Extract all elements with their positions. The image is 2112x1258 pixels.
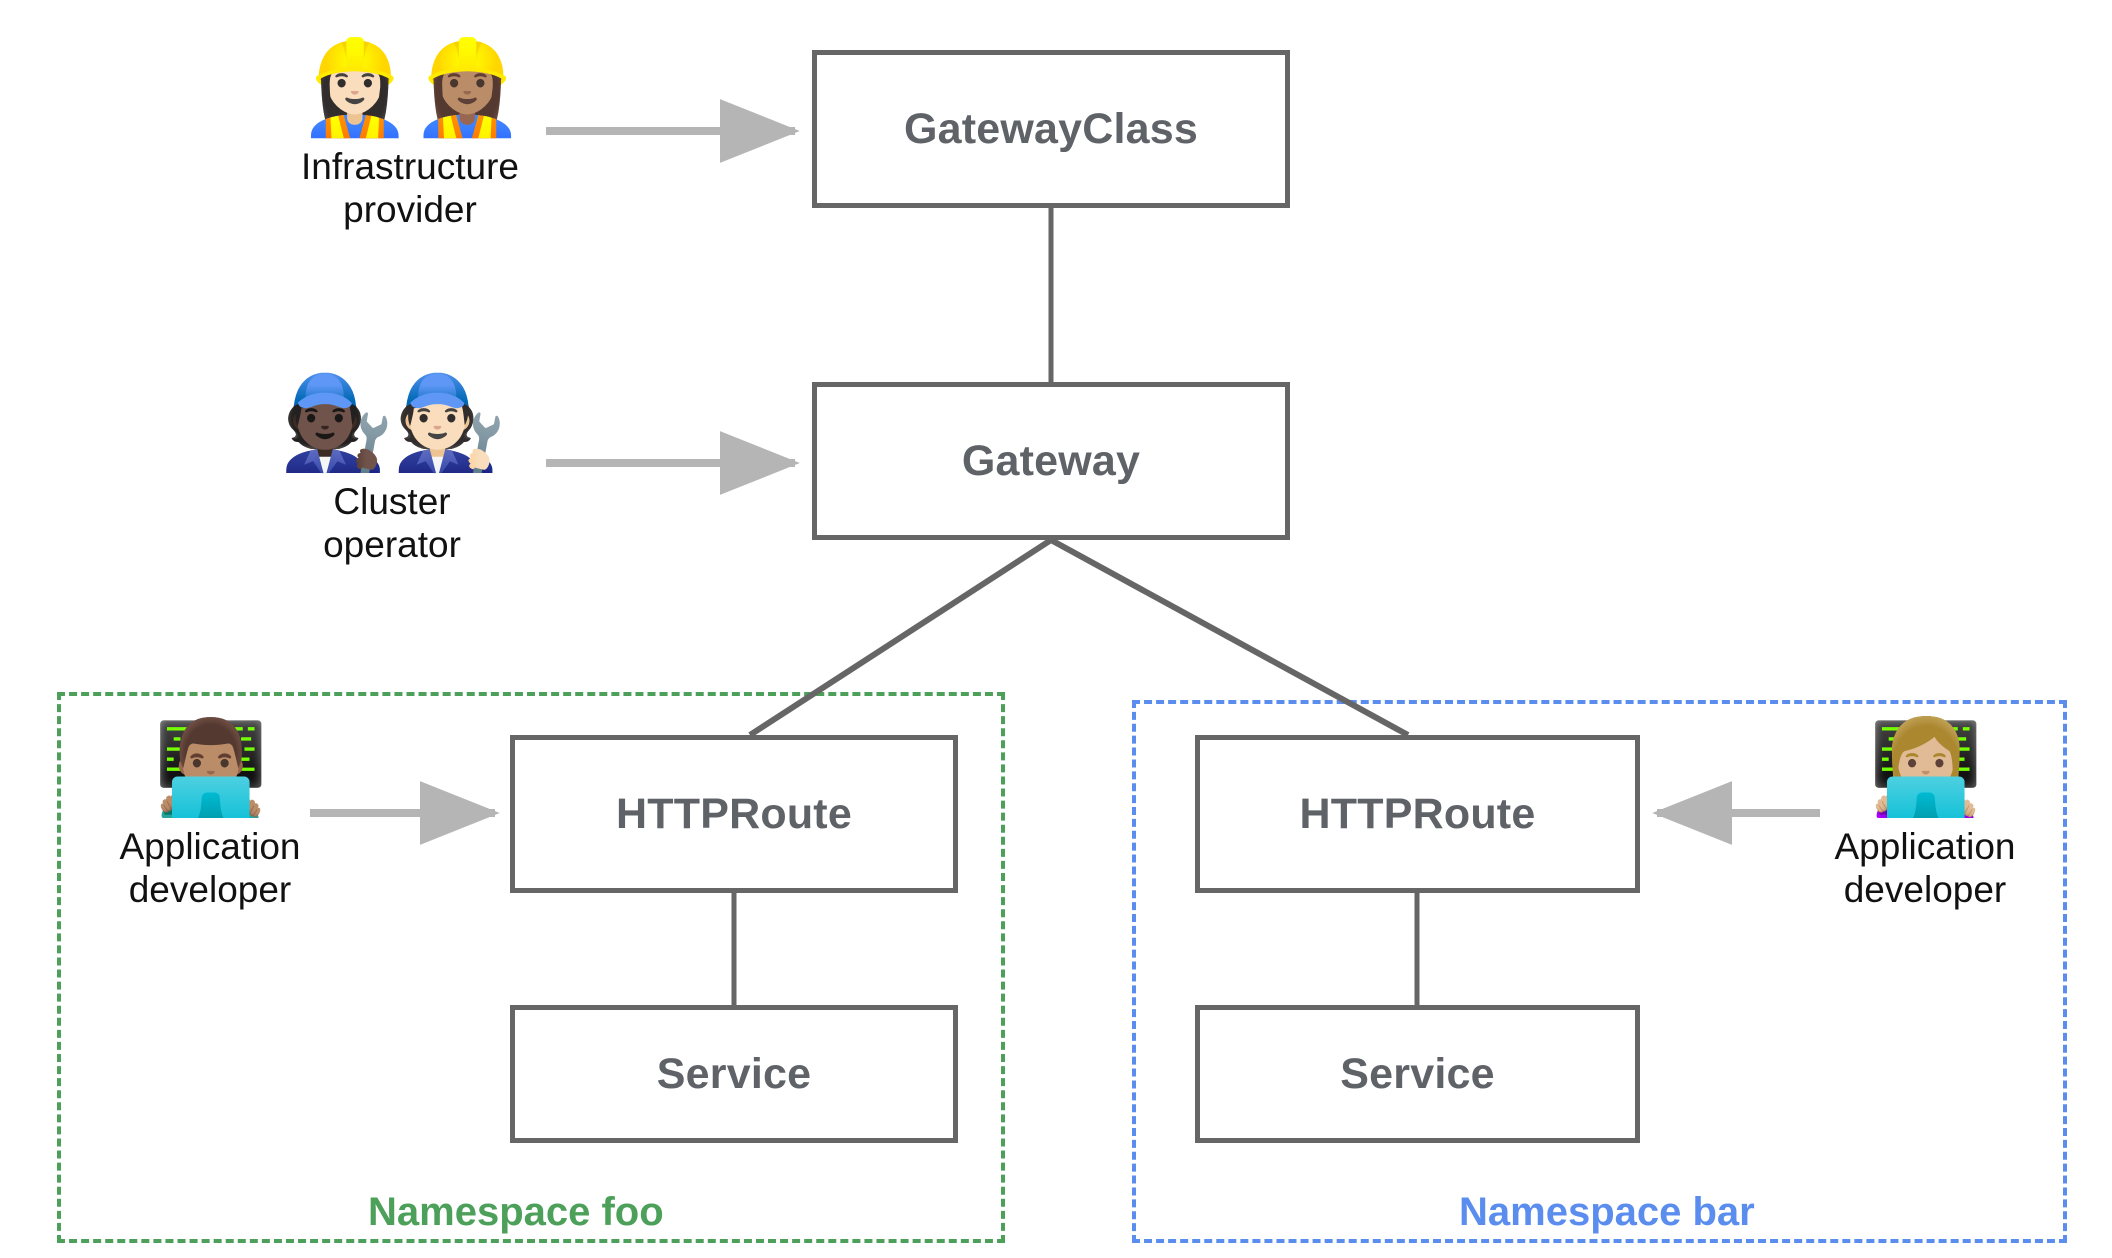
resource-box-gateway[interactable]: Gateway (812, 382, 1290, 540)
woman-technologist-emoji: 👩🏼‍💻 (1868, 717, 1984, 819)
resource-box-service-bar[interactable]: Service (1195, 1005, 1640, 1143)
persona-label-cluster-operator: Cluster operator (323, 480, 461, 566)
man-technologist-emoji: 👨🏽‍💻 (153, 717, 269, 819)
namespace-label-bar: Namespace bar (1449, 1190, 1765, 1235)
resource-box-httproute-foo[interactable]: HTTPRoute (510, 735, 958, 893)
service-bar-label: Service (1340, 1049, 1495, 1098)
namespace-region-bar (1132, 700, 2067, 1243)
women-construction-workers-emoji: 👷🏻‍♀️👷🏽‍♀️ (297, 37, 524, 139)
persona-label-application-developer-bar: Application developer (1834, 825, 2016, 911)
mechanics-emoji: 🧑🏿‍🔧🧑🏻‍🔧 (279, 372, 506, 474)
persona-cluster-operator: 🧑🏿‍🔧🧑🏻‍🔧 Cluster operator (262, 375, 522, 567)
persona-infrastructure-provider: 👷🏻‍♀️👷🏽‍♀️ Infrastructure provider (280, 40, 540, 232)
resource-box-service-foo[interactable]: Service (510, 1005, 958, 1143)
namespace-region-foo (57, 692, 1005, 1243)
persona-application-developer-bar: 👩🏼‍💻 Application developer (1805, 720, 2045, 912)
httproute-bar-label: HTTPRoute (1299, 789, 1536, 838)
persona-label-application-developer-foo: Application developer (119, 825, 301, 911)
resource-box-httproute-bar[interactable]: HTTPRoute (1195, 735, 1640, 893)
gateway-label: Gateway (961, 436, 1141, 485)
persona-application-developer-foo: 👨🏽‍💻 Application developer (90, 720, 330, 912)
service-foo-label: Service (656, 1049, 812, 1098)
gatewayclass-label: GatewayClass (903, 104, 1198, 153)
namespace-label-foo: Namespace foo (358, 1190, 674, 1235)
httproute-foo-label: HTTPRoute (616, 789, 852, 838)
persona-label-infrastructure-provider: Infrastructure provider (301, 145, 519, 231)
resource-box-gatewayclass[interactable]: GatewayClass (812, 50, 1290, 208)
